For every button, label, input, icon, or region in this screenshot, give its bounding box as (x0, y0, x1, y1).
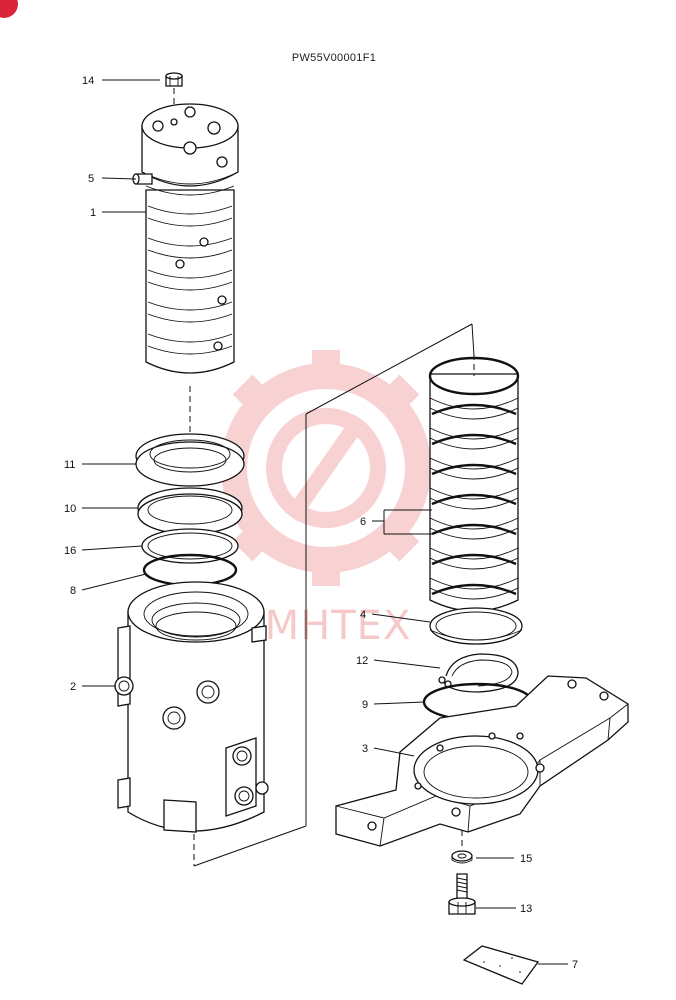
part-10-ring (137, 487, 243, 535)
callout-15: 15 (520, 853, 532, 865)
callout-8: 8 (70, 585, 76, 597)
callout-11: 11 (64, 459, 75, 471)
part-14-plug (165, 72, 183, 112)
callout-10: 10 (64, 503, 76, 515)
connector-lines (193, 323, 475, 867)
callout-6: 6 (360, 516, 366, 528)
part-13-bolt (448, 873, 476, 915)
part-3-mounting-plate (335, 675, 629, 847)
callout-9: 9 (362, 699, 368, 711)
callout-5: 5 (88, 173, 94, 185)
part-12-snap-ring (438, 653, 519, 693)
callout-4: 4 (360, 609, 366, 621)
part-6-seal-stack (428, 354, 520, 612)
corner-badge (0, 0, 18, 18)
callout-12: 12 (356, 655, 368, 667)
part-2-hub-body (114, 581, 269, 833)
callout-7: 7 (572, 959, 578, 971)
leader-lines (81, 79, 568, 965)
callout-16: 16 (64, 545, 76, 557)
diagram-code: PW55V00001F1 (292, 52, 376, 64)
callout-1: 1 (90, 207, 96, 219)
part-16-ring (141, 528, 239, 564)
part-11-seal (135, 433, 245, 487)
callout-3: 3 (362, 743, 368, 755)
callout-14: 14 (82, 75, 94, 87)
part-7-plate (462, 945, 540, 985)
callout-2: 2 (70, 681, 76, 693)
callout-13: 13 (520, 903, 532, 915)
part-4-ring (429, 607, 523, 645)
part-1-rotor (141, 103, 239, 374)
watermark-text: MHTEX (265, 603, 412, 649)
part-15-washer (451, 850, 473, 864)
